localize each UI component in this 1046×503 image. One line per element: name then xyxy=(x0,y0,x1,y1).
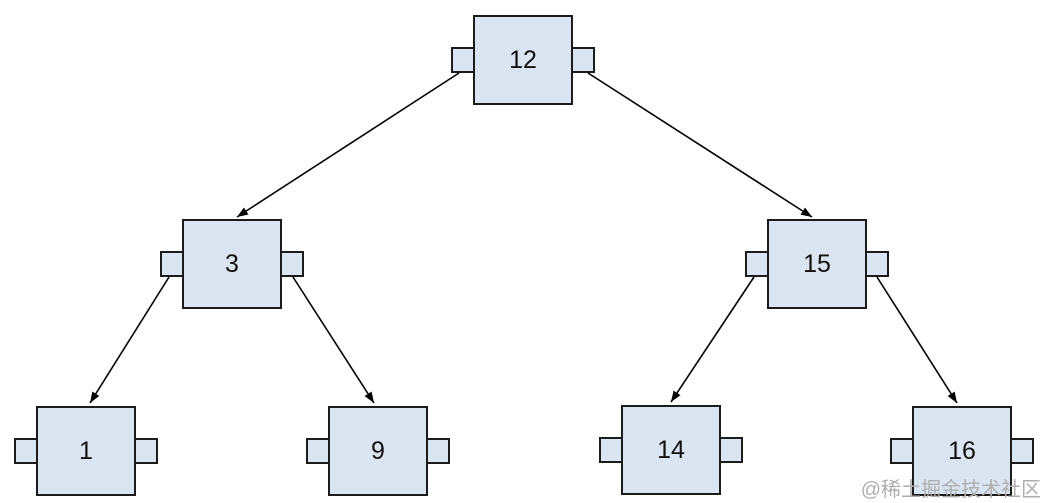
node-left-port-icon xyxy=(451,47,475,73)
node-box: 9 xyxy=(328,406,428,496)
node-right-port-icon xyxy=(571,47,595,73)
tree-node-12: 12 xyxy=(451,15,595,105)
tree-node-9: 9 xyxy=(306,406,450,496)
edge-12-3 xyxy=(236,72,460,218)
node-value: 15 xyxy=(803,249,831,278)
node-right-port-icon xyxy=(134,438,158,464)
node-value: 14 xyxy=(657,435,685,464)
node-box: 3 xyxy=(182,219,282,309)
node-left-port-icon xyxy=(599,437,623,463)
node-value: 1 xyxy=(79,436,93,465)
tree-node-15: 15 xyxy=(745,219,889,309)
node-right-port-icon xyxy=(719,437,743,463)
edge-12-15 xyxy=(587,72,813,218)
watermark: @稀土掘金技术社区 xyxy=(860,479,1041,501)
node-box: 1 xyxy=(36,406,136,496)
node-right-port-icon xyxy=(280,251,304,277)
tree-node-16: 16 xyxy=(890,406,1034,496)
node-right-port-icon xyxy=(865,251,889,277)
node-left-port-icon xyxy=(890,438,914,464)
node-value: 3 xyxy=(225,249,239,278)
edge-3-9 xyxy=(292,276,375,404)
tree-node-14: 14 xyxy=(599,405,743,495)
node-box: 12 xyxy=(473,15,573,105)
node-left-port-icon xyxy=(306,438,330,464)
tree-node-3: 3 xyxy=(160,219,304,309)
node-value: 9 xyxy=(371,436,385,465)
edge-15-16 xyxy=(876,276,958,404)
node-right-port-icon xyxy=(1010,438,1034,464)
node-left-port-icon xyxy=(745,251,769,277)
node-box: 15 xyxy=(767,219,867,309)
tree-node-1: 1 xyxy=(14,406,158,496)
node-value: 12 xyxy=(509,45,537,74)
node-value: 16 xyxy=(948,436,976,465)
node-box: 16 xyxy=(912,406,1012,496)
edge-15-14 xyxy=(670,276,755,403)
node-right-port-icon xyxy=(426,438,450,464)
edge-3-1 xyxy=(89,276,170,404)
node-left-port-icon xyxy=(160,251,184,277)
node-left-port-icon xyxy=(14,438,38,464)
node-box: 14 xyxy=(621,405,721,495)
